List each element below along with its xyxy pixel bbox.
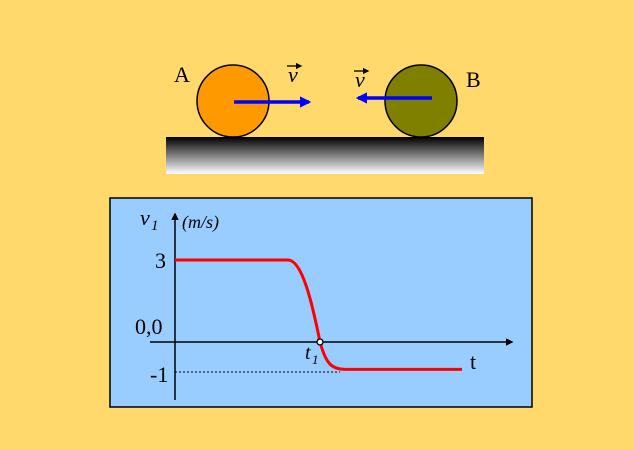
y-axis-subscript: 1 [151,218,159,234]
tick-label-neg1: -1 [150,362,168,387]
t1-label: t 1 [305,342,319,367]
t1-symbol: t [305,342,311,364]
velocity-letter-b: v [355,67,365,92]
velocity-label-b: v [354,67,370,92]
ball-b [384,64,458,138]
velocity-letter-a: v [288,62,298,87]
graph-panel [109,197,533,408]
tick-label-0: 0,0 [135,314,163,339]
t1-marker [316,338,324,346]
t1-subscript: 1 [312,352,319,367]
x-axis-label: t [470,349,476,374]
velocity-label-a: v [287,62,303,87]
y-unit: (m/s) [182,212,219,233]
floor [166,137,484,174]
tick-label-3: 3 [155,248,166,273]
ball-b-label: B [466,67,481,92]
collision-scene: A B v v [166,62,484,174]
y-axis-symbol: v [140,205,150,230]
ball-a-label: A [174,62,190,87]
y-axis-label: v 1 (m/s) [140,205,219,234]
velocity-graph: v 1 (m/s) 3 0,0 -1 t 1 t [109,197,533,408]
